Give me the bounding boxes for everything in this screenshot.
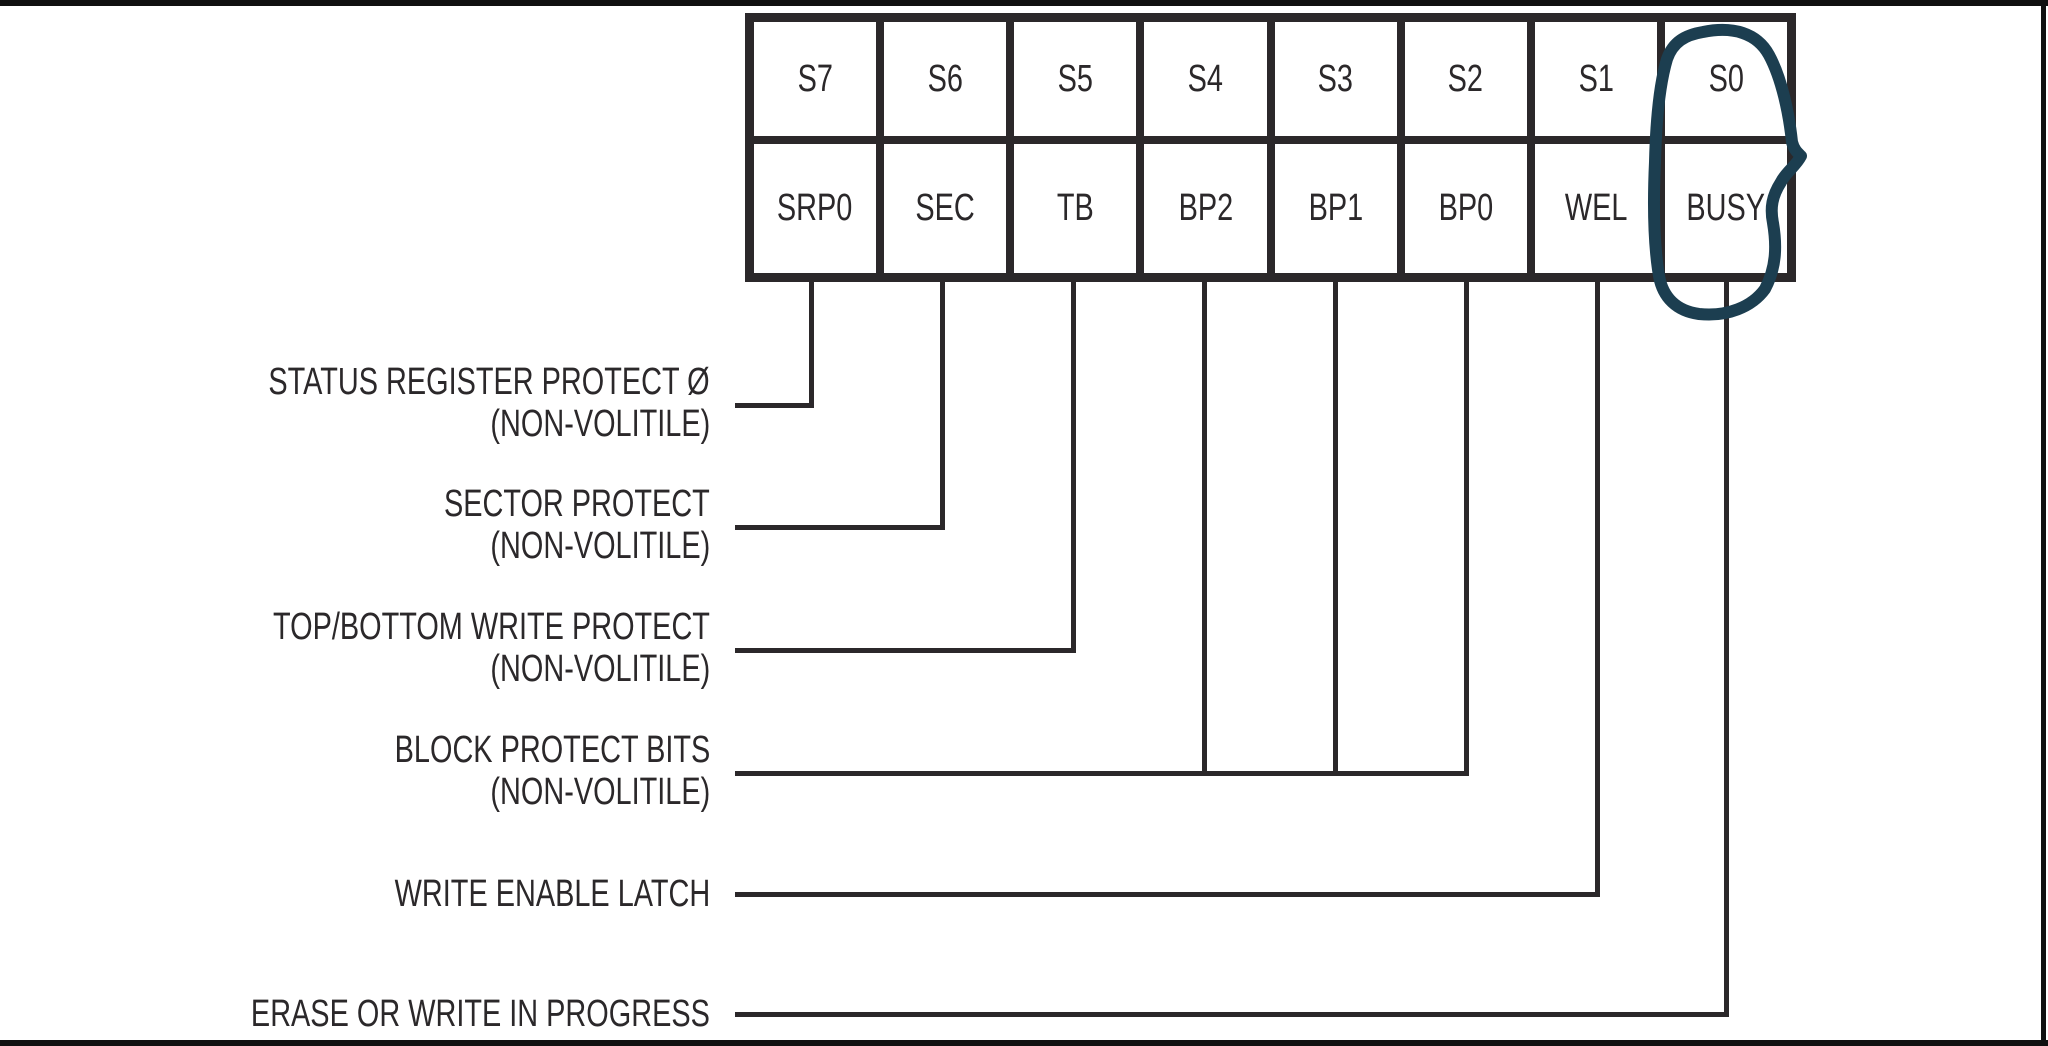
bit-position-cell-s1: S1 bbox=[1530, 18, 1661, 140]
label-line: (NON-VOLITILE) bbox=[490, 771, 710, 813]
bit-name-cell-srp0: SRP0 bbox=[750, 140, 881, 277]
label-line: WRITE ENABLE LATCH bbox=[394, 873, 710, 915]
label-sector-protect: SECTOR PROTECT (NON-VOLITILE) bbox=[100, 483, 710, 567]
label-block-protect-bits: BLOCK PROTECT BITS (NON-VOLITILE) bbox=[100, 729, 710, 813]
label-status-register-protect: STATUS REGISTER PROTECT Ø (NON-VOLITILE) bbox=[100, 361, 710, 445]
connector-hline-tb bbox=[735, 648, 1076, 653]
bit-name-cell-wel: WEL bbox=[1530, 140, 1661, 277]
connector-vline-sec bbox=[940, 277, 945, 530]
connector-vline-srp0 bbox=[809, 277, 814, 408]
bit-name-cell-bp1: BP1 bbox=[1270, 140, 1401, 277]
bit-position-cell-s0: S0 bbox=[1660, 18, 1791, 140]
label-erase-or-write-in-progress: ERASE OR WRITE IN PROGRESS bbox=[100, 993, 710, 1035]
label-write-enable-latch: WRITE ENABLE LATCH bbox=[100, 873, 710, 915]
bit-position-cell-s4: S4 bbox=[1140, 18, 1271, 140]
connector-hline-sec bbox=[735, 525, 945, 530]
connector-vline-bp2 bbox=[1202, 277, 1207, 776]
label-line: STATUS REGISTER PROTECT Ø bbox=[268, 361, 710, 403]
label-line: SECTOR PROTECT bbox=[444, 483, 710, 525]
status-register-table: S7 S6 S5 S4 S3 S2 S1 S0 SRP0 SEC TB BP2 … bbox=[745, 13, 1796, 282]
label-line: (NON-VOLITILE) bbox=[490, 403, 710, 445]
bit-name-cell-bp2: BP2 bbox=[1140, 140, 1271, 277]
bit-name-cell-busy: BUSY bbox=[1660, 140, 1791, 277]
bit-position-cell-s2: S2 bbox=[1400, 18, 1531, 140]
bit-position-cell-s3: S3 bbox=[1270, 18, 1401, 140]
connector-hline-srp0 bbox=[735, 403, 814, 408]
connector-vline-bp1 bbox=[1333, 277, 1338, 776]
label-line: ERASE OR WRITE IN PROGRESS bbox=[251, 993, 710, 1035]
bit-name-cell-sec: SEC bbox=[880, 140, 1011, 277]
bit-position-cell-s6: S6 bbox=[880, 18, 1011, 140]
bit-position-cell-s5: S5 bbox=[1010, 18, 1141, 140]
label-line: BLOCK PROTECT BITS bbox=[394, 729, 710, 771]
page-border-right bbox=[2041, 0, 2046, 1046]
page-border-bottom bbox=[0, 1040, 2048, 1046]
label-line: TOP/BOTTOM WRITE PROTECT bbox=[273, 606, 710, 648]
bit-name-cell-tb: TB bbox=[1010, 140, 1141, 277]
connector-hline-bp bbox=[735, 771, 1469, 776]
label-line: (NON-VOLITILE) bbox=[490, 648, 710, 690]
label-top-bottom-write-protect: TOP/BOTTOM WRITE PROTECT (NON-VOLITILE) bbox=[100, 606, 710, 690]
bit-position-cell-s7: S7 bbox=[750, 18, 881, 140]
connector-vline-wel bbox=[1595, 277, 1600, 897]
connector-hline-wel bbox=[735, 892, 1600, 897]
connector-vline-tb bbox=[1071, 277, 1076, 653]
connector-vline-busy bbox=[1724, 277, 1729, 1017]
connector-hline-busy bbox=[735, 1012, 1729, 1017]
label-line: (NON-VOLITILE) bbox=[490, 525, 710, 567]
page-border-top bbox=[0, 0, 2048, 6]
bit-name-cell-bp0: BP0 bbox=[1400, 140, 1531, 277]
connector-vline-bp0 bbox=[1464, 277, 1469, 776]
